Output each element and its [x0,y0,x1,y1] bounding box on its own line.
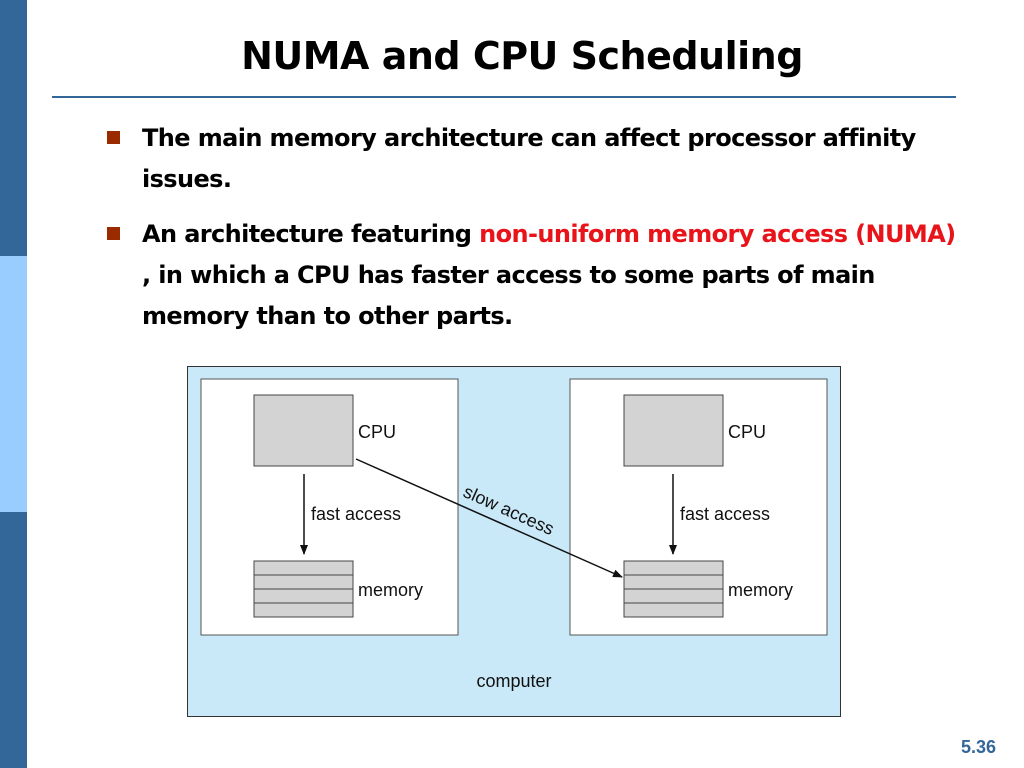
bullet-item: An architecture featuring non-uniform me… [105,214,965,337]
slow-access-arrow [355,458,623,578]
square-bullet-icon [107,227,120,240]
bullet-text: An architecture featuring [142,220,480,248]
left-cpu-chip [253,394,354,467]
right-cpu-group: CPU [623,394,766,467]
left-cpu-label: CPU [358,422,396,442]
left-cpu-group: CPU [253,394,396,467]
right-cpu-chip [623,394,724,467]
computer-label: computer [476,671,551,691]
slide-number: 5.36 [960,737,996,757]
left-memory-group: memory [253,560,423,618]
left-fast-access-label: fast access [311,504,401,524]
bullet-text: The main memory architecture can affect … [142,124,916,193]
right-cpu-label: CPU [728,422,766,442]
slide-title: NUMA and CPU Scheduling [241,34,803,78]
side-bar [0,0,27,768]
side-bar-top-segment [0,0,27,256]
numa-diagram: CPU fast access memory CPU fast access m… [187,366,841,717]
bullet-text-continued: , in which a CPU has faster access to so… [142,261,875,330]
bullet-list: The main memory architecture can affect … [105,118,965,351]
right-memory-label: memory [728,580,793,600]
side-bar-middle-segment [0,256,27,512]
numa-term: non-uniform memory access (NUMA) [479,220,956,248]
left-memory-label: memory [358,580,423,600]
title-underline [52,96,956,98]
bullet-item: The main memory architecture can affect … [105,118,965,200]
right-fast-access-label: fast access [680,504,770,524]
side-bar-bottom-segment [0,512,27,768]
right-memory-group: memory [623,560,793,618]
square-bullet-icon [107,131,120,144]
